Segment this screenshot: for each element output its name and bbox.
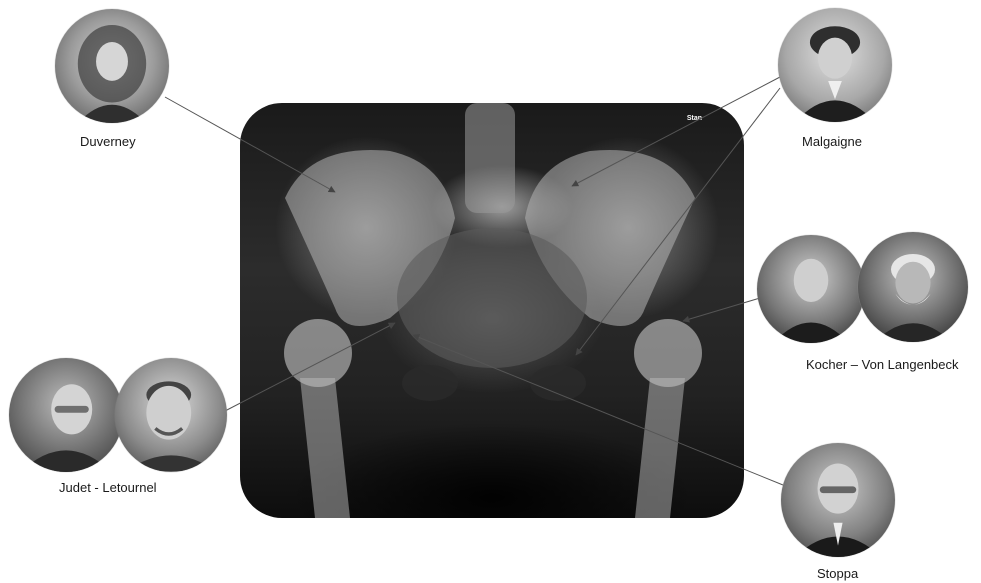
pelvis-bones-drawing [240,103,744,518]
duverney-label: Duverney [80,134,136,149]
kocher-von-langenbeck-label: Kocher – Von Langenbeck [806,357,959,372]
malgaigne-portrait [778,8,892,122]
duverney-portrait [55,9,169,123]
von-langenbeck-portrait [858,232,968,342]
stoppa-portrait [781,443,895,557]
letournel-portrait [115,358,227,472]
kocher-portrait [757,235,865,343]
stoppa-label: Stoppa [817,566,858,581]
malgaigne-label: Malgaigne [802,134,862,149]
judet-letournel-label: Judet - Letournel [59,480,157,495]
xray-side-marker: Stan [687,115,702,122]
judet-portrait [9,358,123,472]
pelvis-xray-image: Stan [240,103,744,518]
